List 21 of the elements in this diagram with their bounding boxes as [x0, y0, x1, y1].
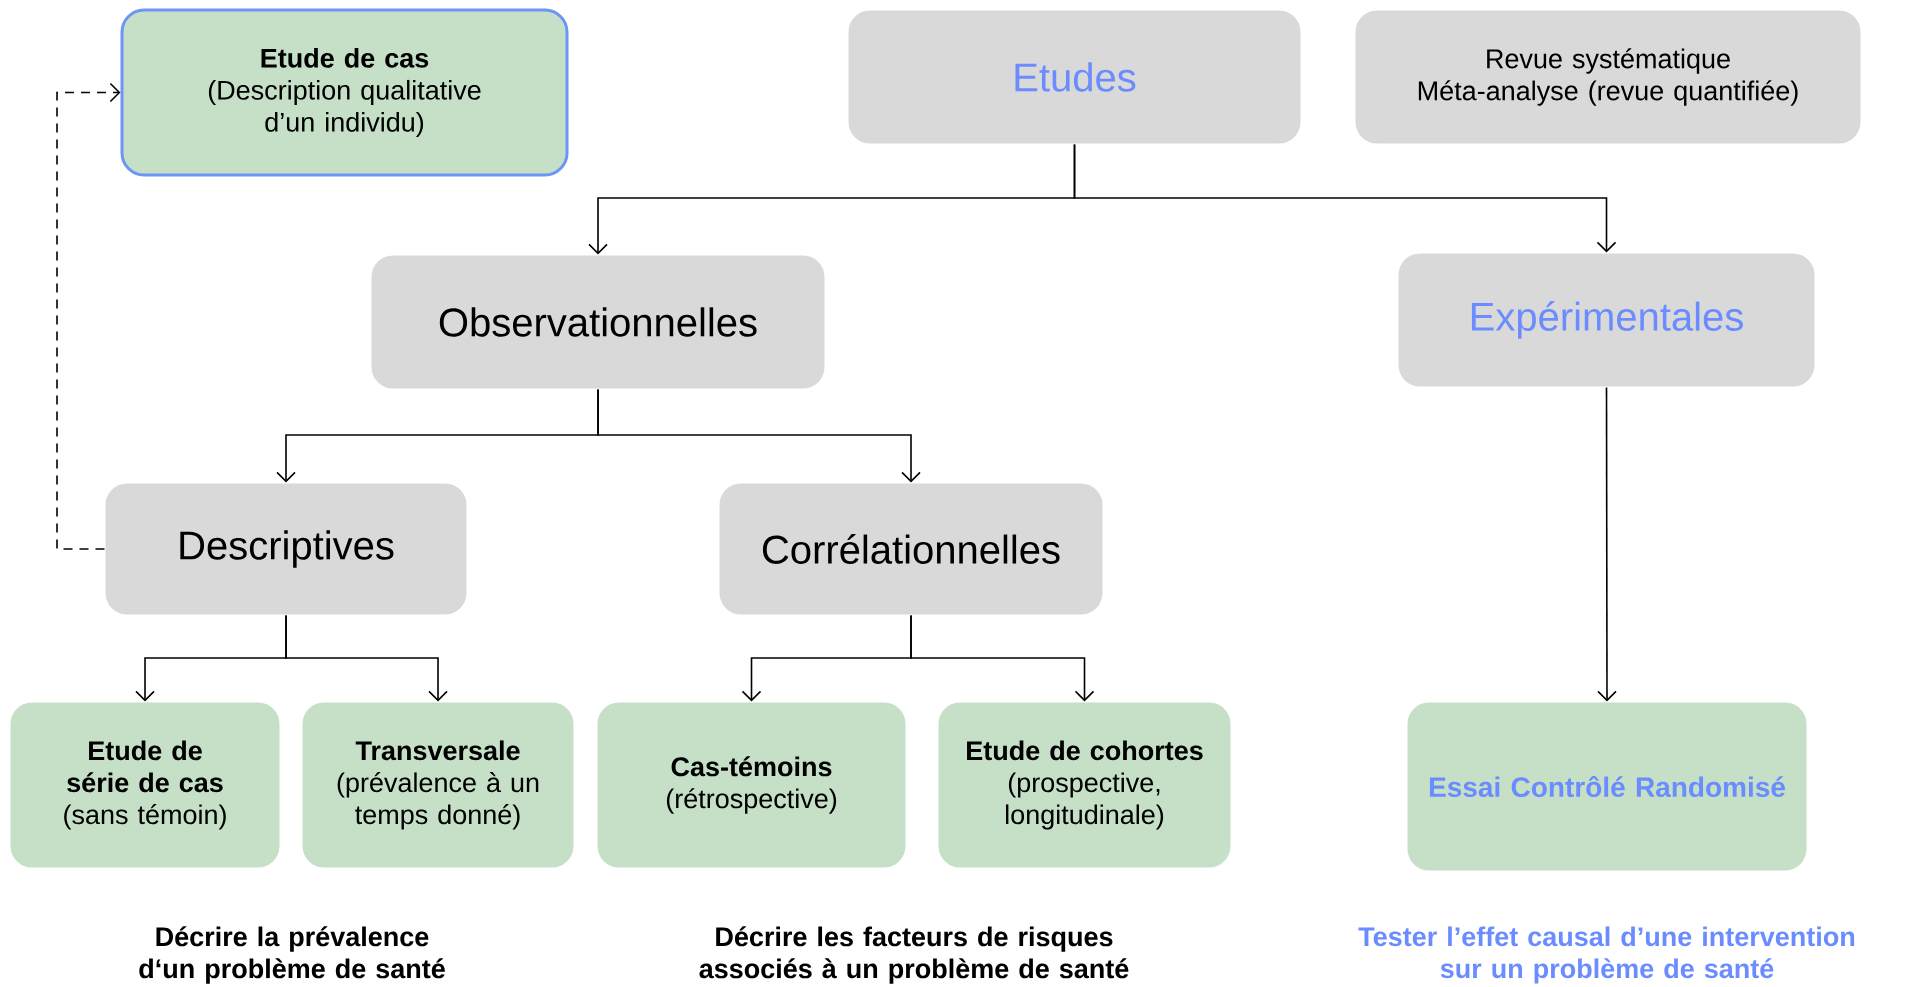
caption-text: Tester l’effet causal d’une intervention sur un problème de santé [1358, 926, 1855, 984]
caption-text: Décrire la prévalence d‘un problème de santé [139, 926, 445, 984]
arrow [285, 614, 448, 702]
study-type-box: Essai Contrôlé Randomisé [1406, 701, 1808, 872]
arrow [597, 388, 921, 483]
study-type-box: Etude de cohortes (prospective, longitudinale) [937, 701, 1232, 869]
category-box: Expérimentales [1397, 252, 1816, 388]
category-box: Etudes [847, 9, 1302, 145]
arrow [1597, 386, 1617, 702]
arrow [910, 614, 1095, 702]
arrow [1073, 143, 1617, 253]
caption-text: Décrire les facteurs de risques associés à un problème de santé [699, 926, 1129, 984]
category-box: Corrélationnelles [718, 482, 1104, 616]
study-type-box: Etude de cas (Description qualitative d’un individu) [120, 8, 569, 177]
category-box: Observationnelles [370, 254, 826, 390]
study-type-box: Transversale (prévalence à un temps donné) [301, 701, 575, 869]
category-box: Descriptives [104, 482, 468, 616]
arrow [56, 82, 121, 550]
study-type-box: Etude de série de cas (sans témoin) [9, 701, 281, 869]
category-box: Revue systématique Méta-analyse (revue quantifiée) [1354, 9, 1862, 145]
study-type-box: Cas-témoins (rétrospective) [596, 701, 907, 869]
